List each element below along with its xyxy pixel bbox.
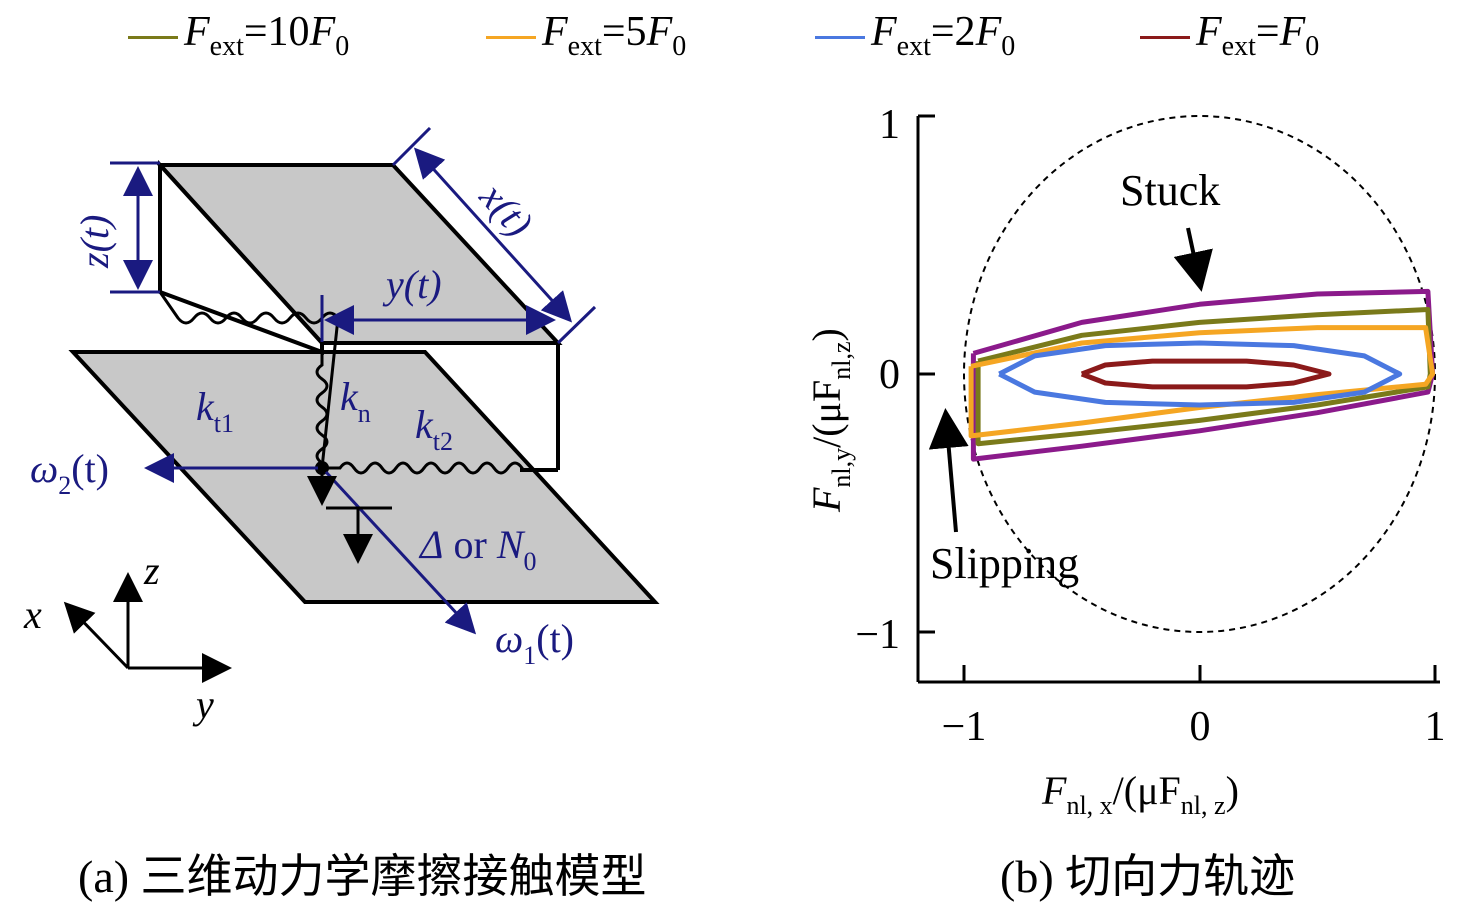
kn-label: kn xyxy=(340,374,371,428)
x-dimension-arrow xyxy=(413,147,573,323)
x-tick-label: 1 xyxy=(1425,704,1446,750)
omega2-label: ω2(t) xyxy=(30,446,109,500)
x-tick-label: 0 xyxy=(1190,704,1211,750)
delta-label: Δ or N0 xyxy=(418,522,537,576)
slipping-annotation: Slipping xyxy=(930,539,1079,588)
x-dimension-label: x(t) xyxy=(471,173,542,245)
stuck-annotation: Stuck xyxy=(1120,166,1220,215)
legend-swatch xyxy=(128,36,178,39)
contact-model-diagram: z(t) x(t) y(t) kt1 kn kt2 ω2(t) ω1(t) Δ … xyxy=(23,126,660,727)
y-axis-label: Fnl,y/(μFnl,z) xyxy=(804,328,856,513)
z-dimension-label: z(t) xyxy=(72,215,117,269)
y-dimension-label: y(t) xyxy=(382,262,442,307)
x-dimension-line xyxy=(391,126,432,167)
legend-swatch xyxy=(815,36,865,39)
kt2-label: kt2 xyxy=(415,402,453,456)
caption-b: (b) 切向力轨迹 xyxy=(1000,851,1296,902)
series-line xyxy=(998,340,1403,408)
y-tick-label: 1 xyxy=(879,102,900,148)
series-line xyxy=(970,288,1436,462)
kt1-label: kt1 xyxy=(196,384,234,438)
y-tick-label: −1 xyxy=(855,612,900,658)
spring-kn xyxy=(315,352,329,468)
x-axis-label: Fnl, x/(μFnl, z) xyxy=(1041,768,1239,820)
legend-label: Fext=F0 xyxy=(1196,9,1320,62)
legend-label: Fext=10F0 xyxy=(184,9,350,62)
y-tick-label: 0 xyxy=(879,352,900,398)
stuck-arrow xyxy=(1173,227,1213,292)
x-dimension-line xyxy=(556,305,597,345)
legend-label: Fext=5F0 xyxy=(542,9,687,62)
lower-plate xyxy=(68,350,660,604)
contact-point xyxy=(315,461,329,475)
spring-kt2 xyxy=(322,461,525,475)
legend-label: Fext=2F0 xyxy=(871,9,1016,62)
plot-area xyxy=(963,115,1436,633)
spring-kt1 xyxy=(158,291,340,469)
caption-a: (a) 三维动力学摩擦接触模型 xyxy=(78,851,647,902)
series-line xyxy=(968,325,1436,439)
series-line xyxy=(1080,358,1332,390)
axis-x xyxy=(63,601,130,670)
legend-swatch xyxy=(486,36,536,39)
omega1-label: ω1(t) xyxy=(495,616,574,670)
x-tick-label: −1 xyxy=(942,704,987,750)
axis-z-label: z xyxy=(143,548,160,593)
slipping-arrow xyxy=(928,408,969,533)
force-trajectory-chart: 1 0 −1 −1 0 1 Fnl,y/(μFnl,z) Fnl, x/(μFn… xyxy=(804,102,1446,820)
omega1-arrow xyxy=(324,470,477,635)
axis-y-label: y xyxy=(192,682,214,727)
legend-swatch xyxy=(1140,36,1190,39)
axis-x-label: x xyxy=(23,592,42,637)
